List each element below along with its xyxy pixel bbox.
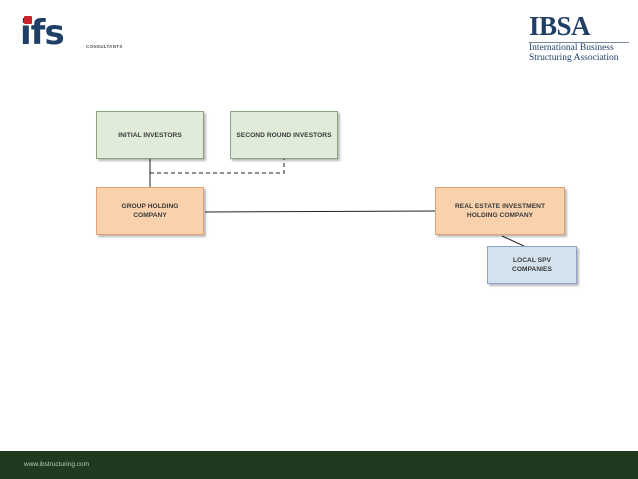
ifs-logo-subtitle: CONSULTANTS	[86, 44, 123, 49]
connector-second-round-dashed	[150, 159, 285, 174]
node-local-spv-label-line1: LOCAL SPV	[512, 257, 552, 264]
node-group-holding-company: GROUP HOLDING COMPANY	[96, 187, 204, 235]
ibsa-logo-line1: International Business	[529, 43, 614, 53]
node-real-estate-holding-company: REAL ESTATE INVESTMENT HOLDING COMPANY	[435, 187, 565, 235]
node-local-spv-label-line2: COMPANIES	[512, 266, 552, 273]
node-group-holding-label-line2: COMPANY	[133, 212, 167, 219]
node-group-holding-label-line1: GROUP HOLDING	[121, 203, 179, 210]
node-second-round-investors: SECOND ROUND INVESTORS	[230, 111, 338, 159]
ibsa-logo-line2: Structuring Association	[529, 53, 619, 63]
node-initial-investors-label: INITIAL INVESTORS	[118, 131, 182, 139]
connector-group-to-real-estate	[204, 210, 436, 213]
node-local-spv-companies: LOCAL SPV COMPANIES	[487, 246, 577, 284]
footer-bar: www.ibstructuring.com	[0, 451, 638, 479]
node-real-estate-label-line1: REAL ESTATE INVESTMENT	[454, 203, 546, 210]
ifs-logo-accent	[24, 16, 32, 24]
ibsa-logo-rule	[529, 42, 629, 43]
node-initial-investors: INITIAL INVESTORS	[96, 111, 204, 159]
ibsa-logo-text: IBSA	[529, 11, 591, 41]
node-second-round-investors-label: SECOND ROUND INVESTORS	[236, 131, 332, 139]
node-real-estate-label-line2: HOLDING COMPANY	[466, 212, 534, 219]
footer-url: www.ibstructuring.com	[24, 461, 90, 468]
connector-real-estate-to-spv	[501, 235, 525, 247]
ibsa-logo: IBSA International Business Structuring …	[529, 12, 634, 64]
